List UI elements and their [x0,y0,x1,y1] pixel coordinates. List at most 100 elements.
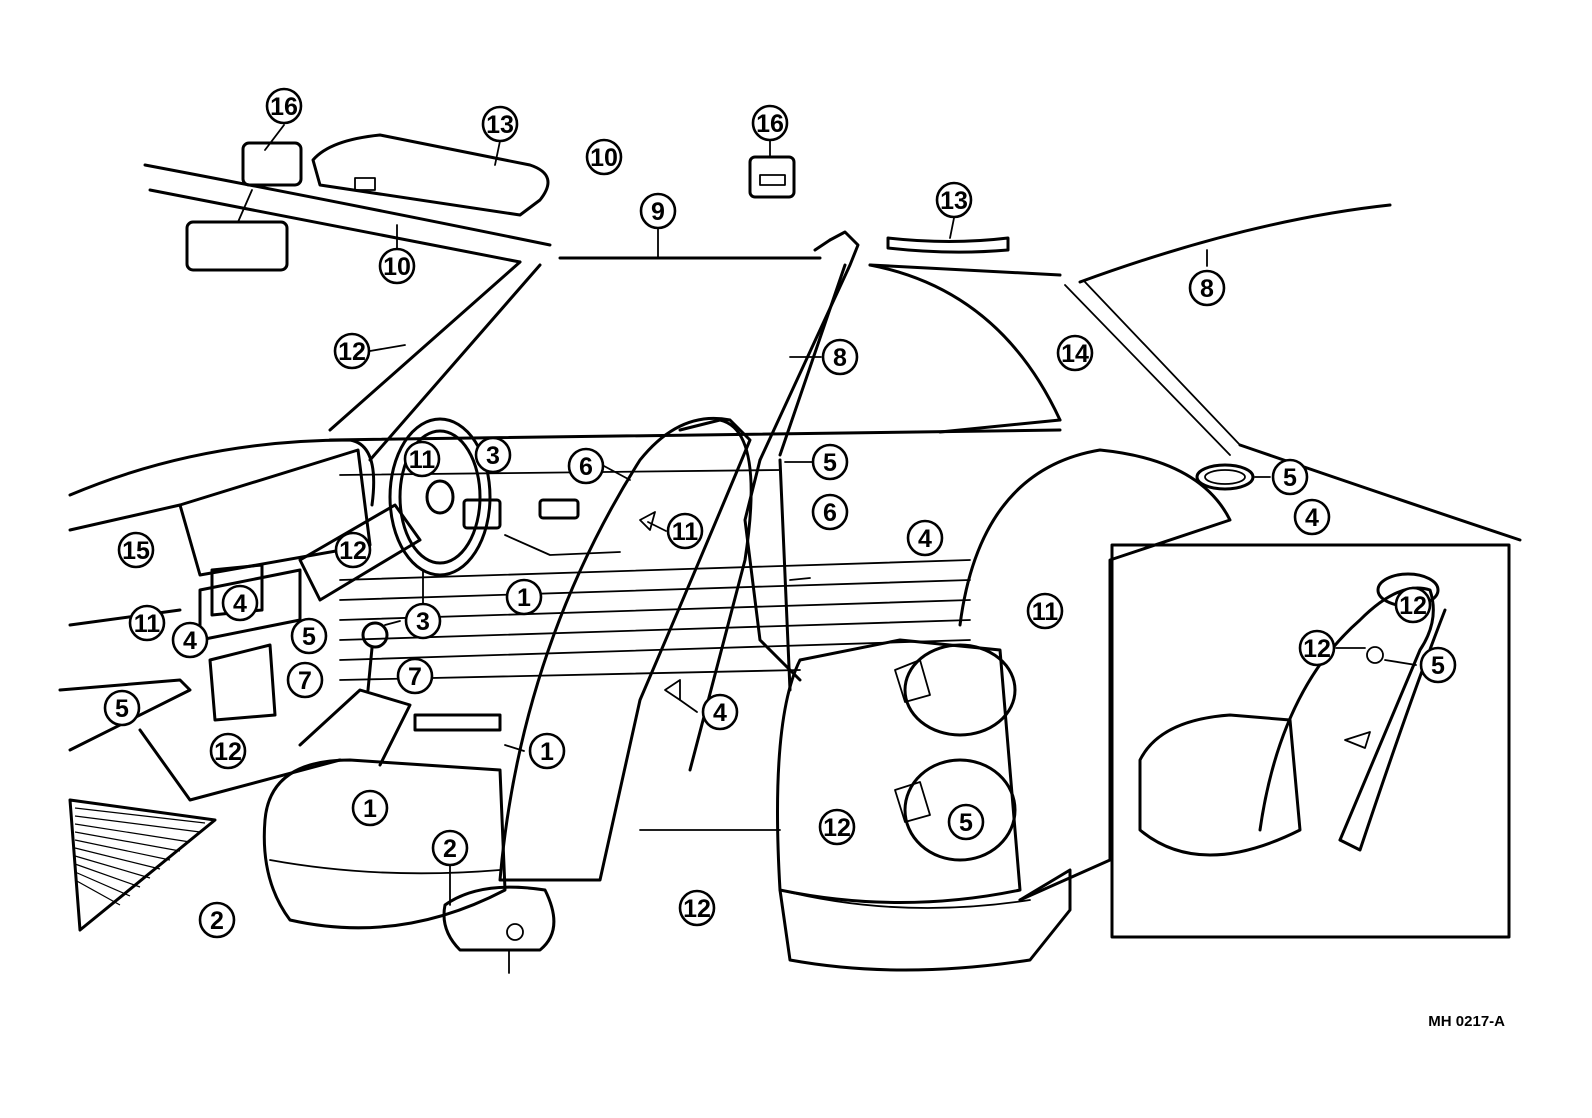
callout-number: 12 [338,338,366,366]
callout-13: 13 [935,181,973,219]
console [298,621,502,767]
callout-number: 5 [1283,464,1297,492]
callout-number: 4 [918,525,932,553]
callout-number: 11 [1032,598,1059,626]
callout-6: 6 [811,493,849,531]
callout-12: 12 [334,531,372,569]
callout-12: 12 [1394,586,1432,624]
callout-number: 5 [302,623,316,651]
callout-5: 5 [947,803,985,841]
callout-number: 2 [210,907,224,935]
callout-number: 10 [590,144,618,172]
callout-number: 12 [683,895,711,923]
callout-number: 7 [408,663,422,691]
callout-number: 5 [823,449,837,477]
callout-3: 3 [474,436,512,474]
callout-1: 1 [505,578,543,616]
callout-12: 12 [209,732,247,770]
callout-number: 14 [1061,340,1089,368]
callout-number: 16 [756,110,784,138]
callout-5: 5 [1271,458,1309,496]
callout-10: 10 [585,138,623,176]
callout-12: 12 [1298,629,1336,667]
callout-number: 11 [672,518,699,546]
callout-number: 11 [134,610,161,638]
inset-detail [1110,543,1511,939]
callout-number: 4 [1305,504,1319,532]
callout-13: 13 [481,105,519,143]
callout-number: 12 [823,814,851,842]
leader-lines [264,124,1417,974]
callout-number: 1 [363,795,377,823]
callout-5: 5 [290,617,328,655]
callout-5: 5 [1419,646,1457,684]
callout-number: 7 [298,667,312,695]
callout-12: 12 [678,889,716,927]
callout-2: 2 [431,829,469,867]
dome-lamp [748,155,796,199]
callout-4: 4 [171,621,209,659]
callout-number: 4 [713,699,727,727]
callout-number: 5 [115,695,129,723]
callout-number: 8 [1200,275,1214,303]
callout-number: 9 [651,198,665,226]
callout-number: 5 [1431,652,1445,680]
callout-number: 2 [443,835,457,863]
callout-number: 12 [214,738,242,766]
rear-seat [776,448,1232,972]
headliner [143,163,1392,456]
callout-1: 1 [528,732,566,770]
callout-11: 11 [403,440,441,478]
callout-3: 3 [404,602,442,640]
callout-number: 6 [823,499,837,527]
callout-number: 12 [1399,592,1427,620]
rear-view-mirror [185,189,289,272]
sun-visor [241,133,550,217]
callout-number: 12 [1303,635,1331,663]
callout-number: 16 [270,93,298,121]
callout-number: 3 [486,442,500,470]
callout-number: 5 [959,809,973,837]
speaker-grille [1195,463,1255,491]
steering-wheel [298,417,492,602]
callout-number: 13 [486,111,514,139]
callout-number: 10 [383,253,411,281]
floor-mat [68,798,217,932]
assist-grip [886,236,1010,254]
callout-5: 5 [103,689,141,727]
callout-5: 5 [811,443,849,481]
callout-15: 15 [117,531,155,569]
callout-11: 11 [128,604,166,642]
callout-number: 4 [183,627,197,655]
callout-number: 1 [540,738,554,766]
callout-11: 11 [666,512,704,550]
callout-12: 12 [818,808,856,846]
callout-1: 1 [351,789,389,827]
callout-7: 7 [286,661,324,699]
callout-16: 16 [751,104,789,142]
callout-number: 15 [122,537,150,565]
door-trim [328,428,1062,692]
callout-4: 4 [221,584,259,622]
callout-14: 14 [1056,334,1094,372]
callout-12: 12 [333,332,371,370]
callout-number: 6 [579,453,593,481]
callout-number: 8 [833,344,847,372]
drawing-code: MH 0217-A [1428,1013,1505,1030]
callout-number: 1 [517,584,531,612]
callout-7: 7 [396,657,434,695]
callout-8: 8 [821,338,859,376]
callout-8: 8 [1188,269,1226,307]
callout-6: 6 [567,447,605,485]
callout-number: 4 [233,590,247,618]
rear-deck [1238,443,1522,542]
callout-16: 16 [265,87,303,125]
callout-4: 4 [701,693,739,731]
callout-2: 2 [198,901,236,939]
callout-4: 4 [906,519,944,557]
front-seat [262,416,753,952]
callout-number: 11 [409,446,436,474]
callout-number: 3 [416,608,430,636]
